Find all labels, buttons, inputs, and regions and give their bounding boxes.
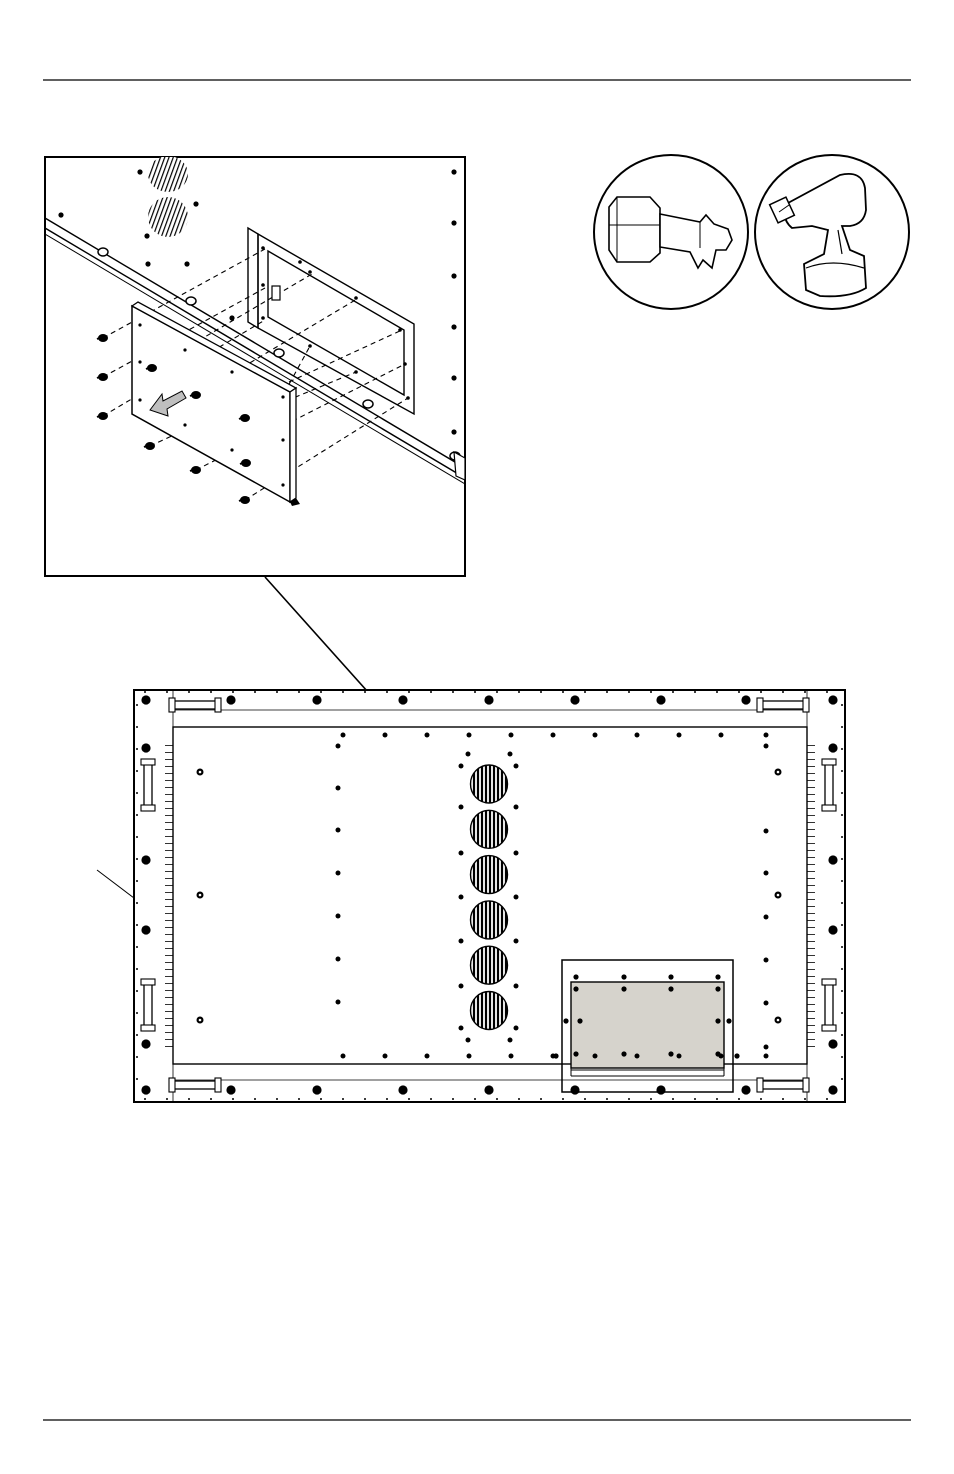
mount-hole (398, 1085, 407, 1094)
vent-grille (471, 765, 508, 803)
torx-bit-icon (594, 155, 748, 309)
mount-hole (484, 695, 493, 704)
mount-hole (656, 695, 665, 704)
mount-hole (484, 1085, 493, 1094)
mount-hole (570, 695, 579, 704)
mount-hole (741, 695, 750, 704)
vent-grille (471, 992, 508, 1030)
display-rear-panel (97, 690, 845, 1102)
panel-leader-line (97, 870, 134, 898)
mount-hole (141, 743, 150, 752)
mount-hole (828, 743, 837, 752)
mount-hole (226, 695, 235, 704)
mount-hole (226, 1085, 235, 1094)
power-drill-icon (755, 155, 909, 309)
mount-hole (312, 695, 321, 704)
vent-grille (471, 856, 508, 894)
detail-vent-2 (148, 197, 188, 237)
mount-hole (141, 855, 150, 864)
mount-hole (141, 1039, 150, 1048)
mount-hole (141, 925, 150, 934)
mount-hole (741, 1085, 750, 1094)
detail-vent-1 (148, 156, 188, 192)
mount-hole (312, 1085, 321, 1094)
mount-hole (141, 1085, 150, 1094)
mount-hole (398, 695, 407, 704)
vent-grille (471, 901, 508, 939)
detail-view (45, 156, 465, 576)
vent-grille (471, 946, 508, 984)
mount-hole (828, 855, 837, 864)
mount-hole (141, 695, 150, 704)
mount-hole (828, 695, 837, 704)
mount-hole (828, 1085, 837, 1094)
mount-hole (656, 1085, 665, 1094)
mount-hole (828, 1039, 837, 1048)
vent-grille (471, 810, 508, 848)
mount-hole (828, 925, 837, 934)
